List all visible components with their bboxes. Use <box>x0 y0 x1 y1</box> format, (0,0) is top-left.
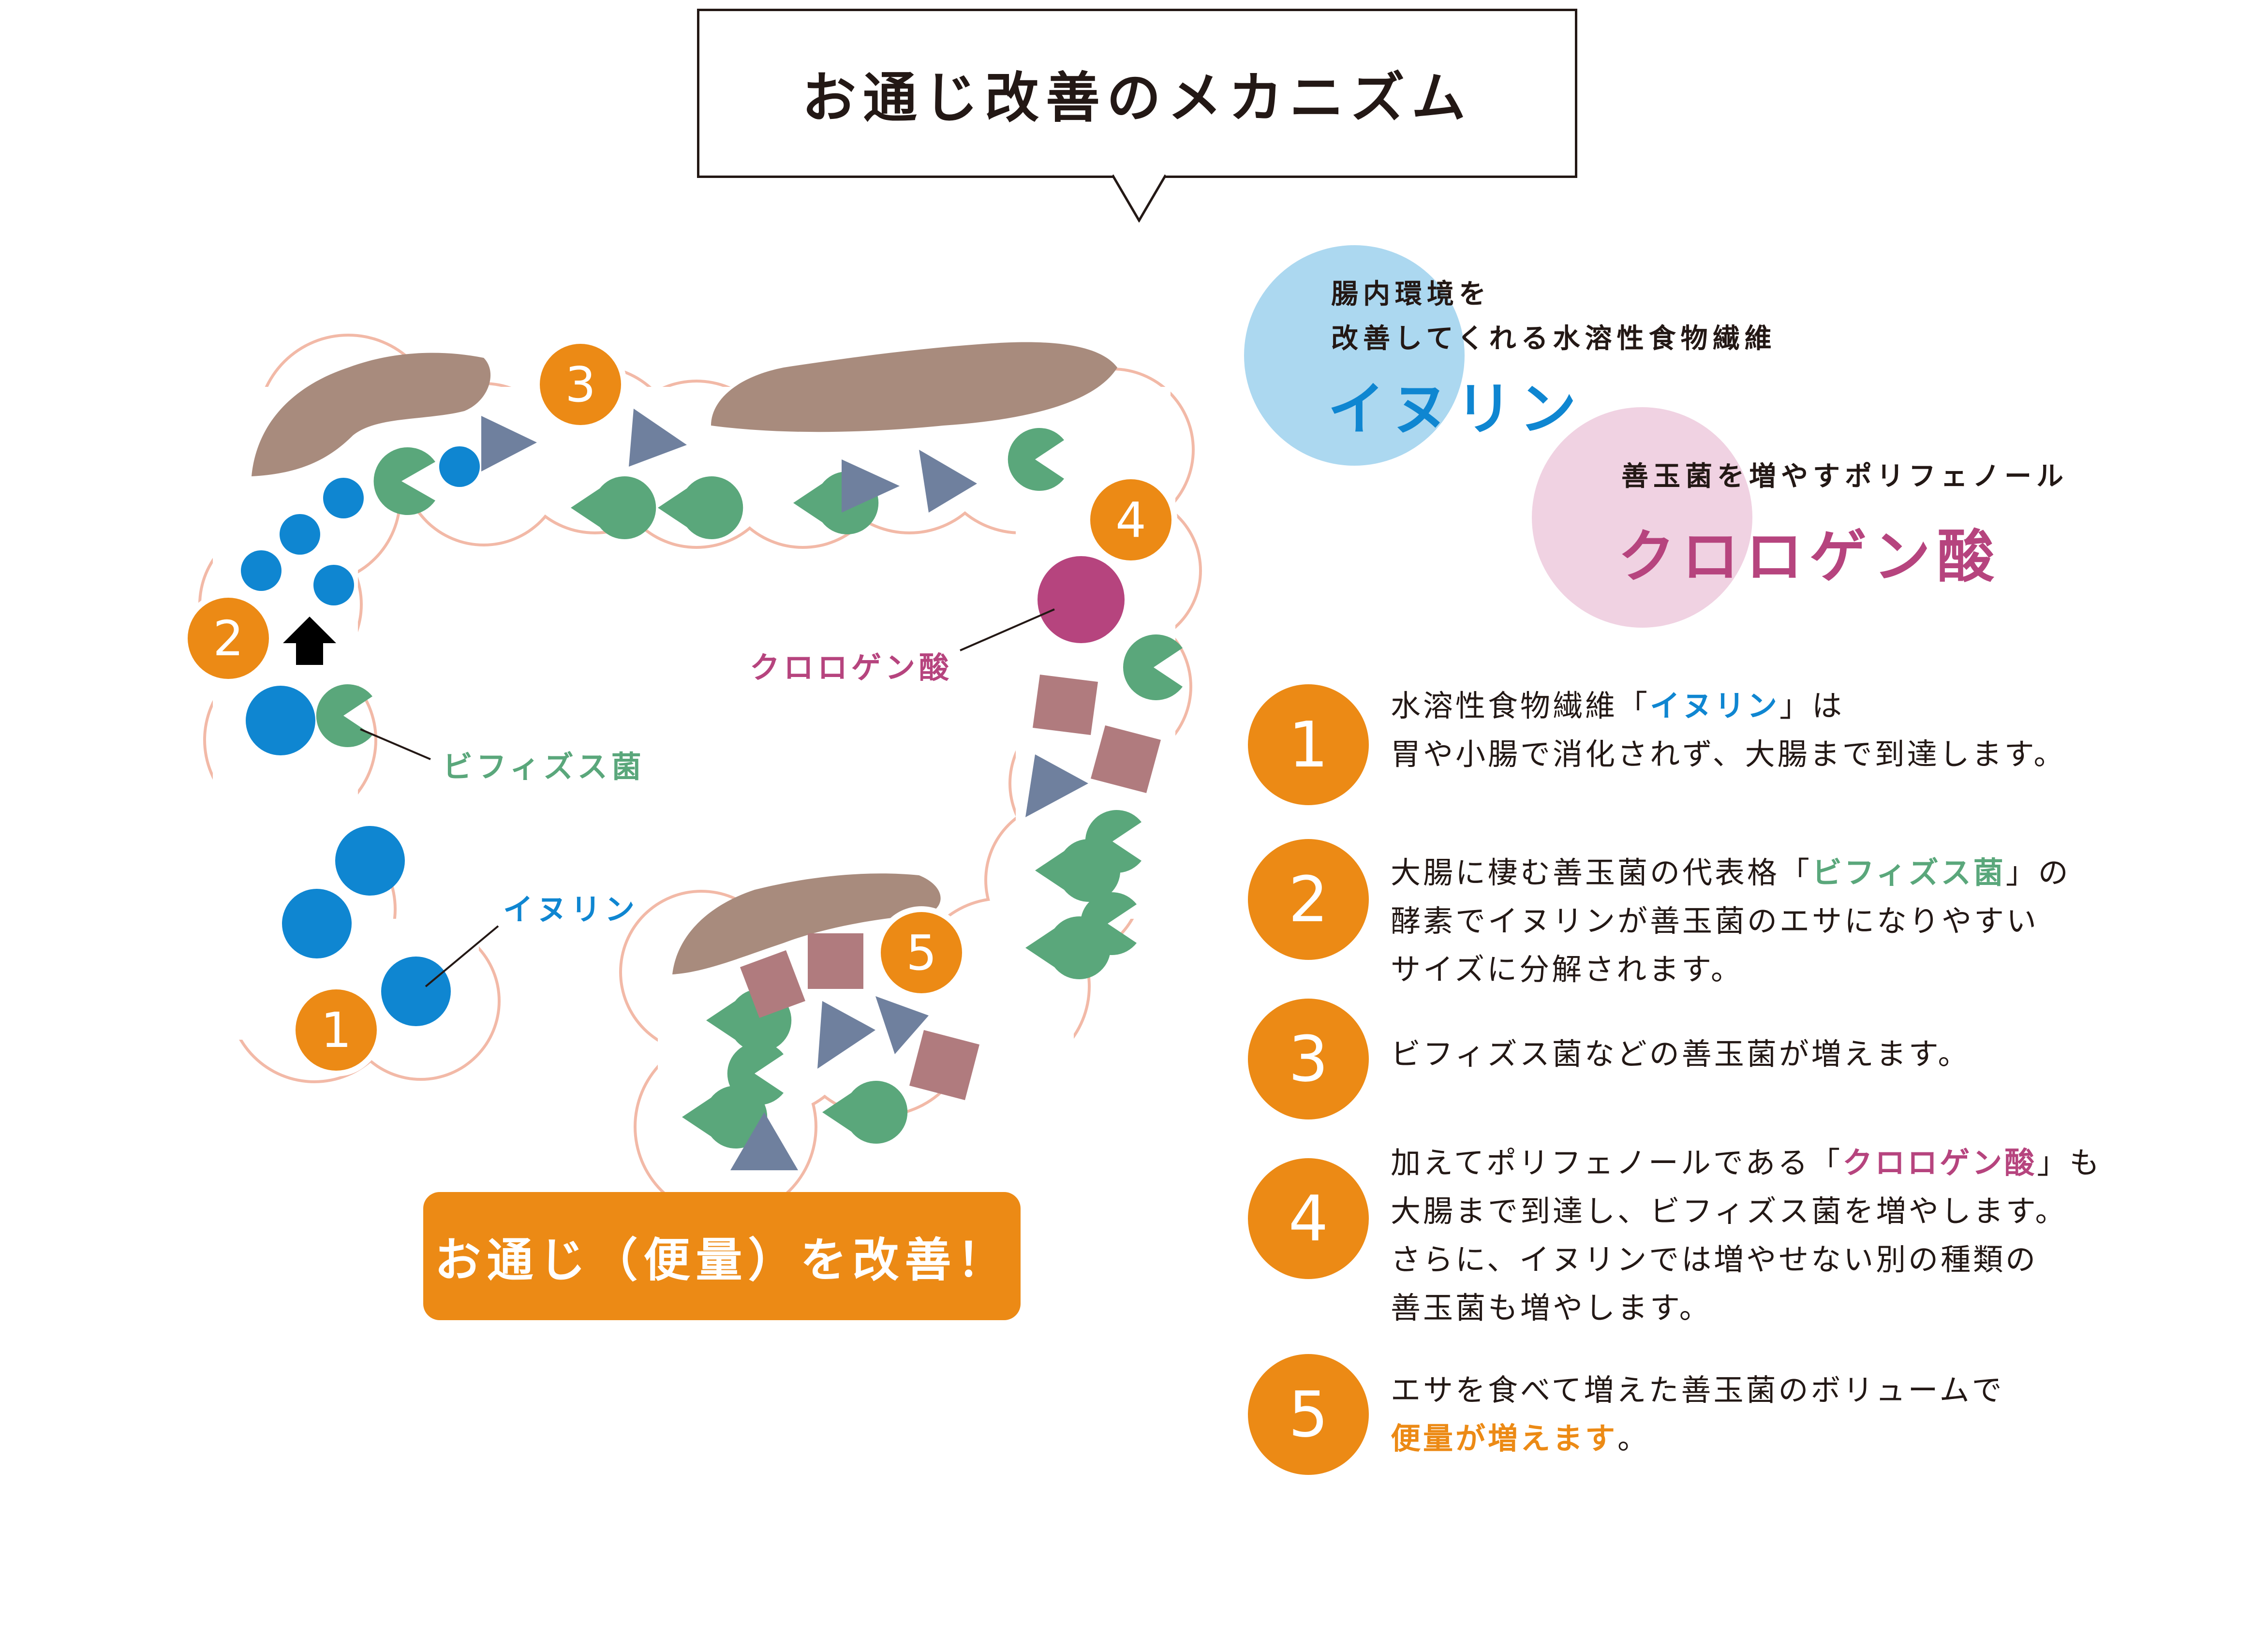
legend-inulin-desc1: 腸内環境を <box>1331 279 1491 310</box>
step-line: ビフィズス菌などの善玉菌が増えます。 <box>1391 1036 1971 1072</box>
svg-text:3: 3 <box>565 356 596 413</box>
step-line: 便量が増えます。 <box>1391 1421 1650 1456</box>
stool-clumps <box>252 342 1117 974</box>
step-line: 胃や小腸で消化されず、大腸まで到達します。 <box>1391 736 2066 772</box>
step-line: 大腸まで到達し、ビフィズス菌を増やします。 <box>1391 1193 2068 1229</box>
step-text-3: ビフィズス菌などの善玉菌が増えます。 <box>1391 1030 1971 1078</box>
bifidus-bacteria <box>316 428 1183 1148</box>
leader-line-chlorogenic <box>960 608 1055 651</box>
speech-bubble-tail <box>1112 174 1166 222</box>
legend-chlorogenic-circle <box>1532 407 1752 628</box>
step-line: 酵素でイヌリンが善玉菌のエサになりやすい <box>1391 903 2039 939</box>
page-title: お通じ改善のメカニズム <box>802 67 1472 130</box>
legend-inulin-desc2: 改善してくれる水溶性食物繊維 <box>1331 323 1777 354</box>
result-banner: お通じ（便量）を改善！ <box>423 1192 1021 1320</box>
step-text-4: 加えてポリフェノールである「クロロゲン酸」も大腸まで到達し、ビフィズス菌を増やし… <box>1391 1139 2102 1332</box>
marker-2: 2 <box>182 592 275 685</box>
svg-text:4: 4 <box>1115 492 1146 548</box>
svg-text:1: 1 <box>321 1002 352 1059</box>
step-number-4: 4 <box>1248 1158 1369 1279</box>
legend-chlorogenic-desc: 善玉菌を増やすポリフェノール <box>1621 461 2068 492</box>
triangles <box>481 409 1088 1170</box>
leader-line-inulin <box>425 925 499 987</box>
marker-3: 3 <box>534 338 627 431</box>
legend-inulin-circle <box>1244 245 1465 466</box>
title-speech-box <box>697 9 1577 178</box>
label-bifidus: ビフィズス菌 <box>443 749 645 784</box>
marker-5: 5 <box>875 906 968 999</box>
chlorogenic-acid-particle <box>1038 556 1125 643</box>
step-line: 善玉菌も増やします。 <box>1391 1290 1712 1325</box>
colon-diagram: 1 2 3 4 5 <box>182 334 1202 1209</box>
step-number-3: 3 <box>1248 999 1369 1119</box>
svg-text:5: 5 <box>906 925 937 981</box>
legend-chlorogenic-name: クロロゲン酸 <box>1618 523 2001 590</box>
step-line: さらに、イヌリンでは増やせない別の種類の <box>1391 1242 2038 1277</box>
diagram-markers: 1 2 3 4 5 <box>182 338 1177 1076</box>
step-line: 水溶性食物繊維「イヌリン」は <box>1391 688 1845 723</box>
leader-line-bifidus <box>360 728 431 760</box>
step-number-2: 2 <box>1248 839 1369 960</box>
svg-text:2: 2 <box>213 610 244 667</box>
up-arrow-icon <box>283 617 336 665</box>
step-text-2: 大腸に棲む善玉菌の代表格「ビフィズス菌」の酵素でイヌリンが善玉菌のエサになりやす… <box>1391 849 2071 994</box>
label-chlorogenic: クロロゲン酸 <box>750 650 953 685</box>
marker-1: 1 <box>290 984 383 1076</box>
step-line: 大腸に棲む善玉菌の代表格「ビフィズス菌」の <box>1391 855 2071 890</box>
legend-inulin-name: イヌリン <box>1328 376 1584 442</box>
squares <box>740 675 1161 1100</box>
step-number-1: 1 <box>1248 684 1369 805</box>
step-text-1: 水溶性食物繊維「イヌリン」は胃や小腸で消化されず、大腸まで到達します。 <box>1391 682 2066 779</box>
label-inulin: イヌリン <box>503 892 639 927</box>
step-text-5: エサを食べて増えた善玉菌のボリュームで便量が増えます。 <box>1391 1366 2004 1463</box>
step-line: サイズに分解されます。 <box>1391 952 1743 987</box>
step-number-5: 5 <box>1248 1354 1369 1475</box>
marker-4: 4 <box>1084 473 1177 566</box>
step-line: 加えてポリフェノールである「クロロゲン酸」も <box>1391 1145 2102 1180</box>
step-line: エサを食べて増えた善玉菌のボリュームで <box>1391 1372 2004 1408</box>
inulin-dots <box>241 446 480 1026</box>
